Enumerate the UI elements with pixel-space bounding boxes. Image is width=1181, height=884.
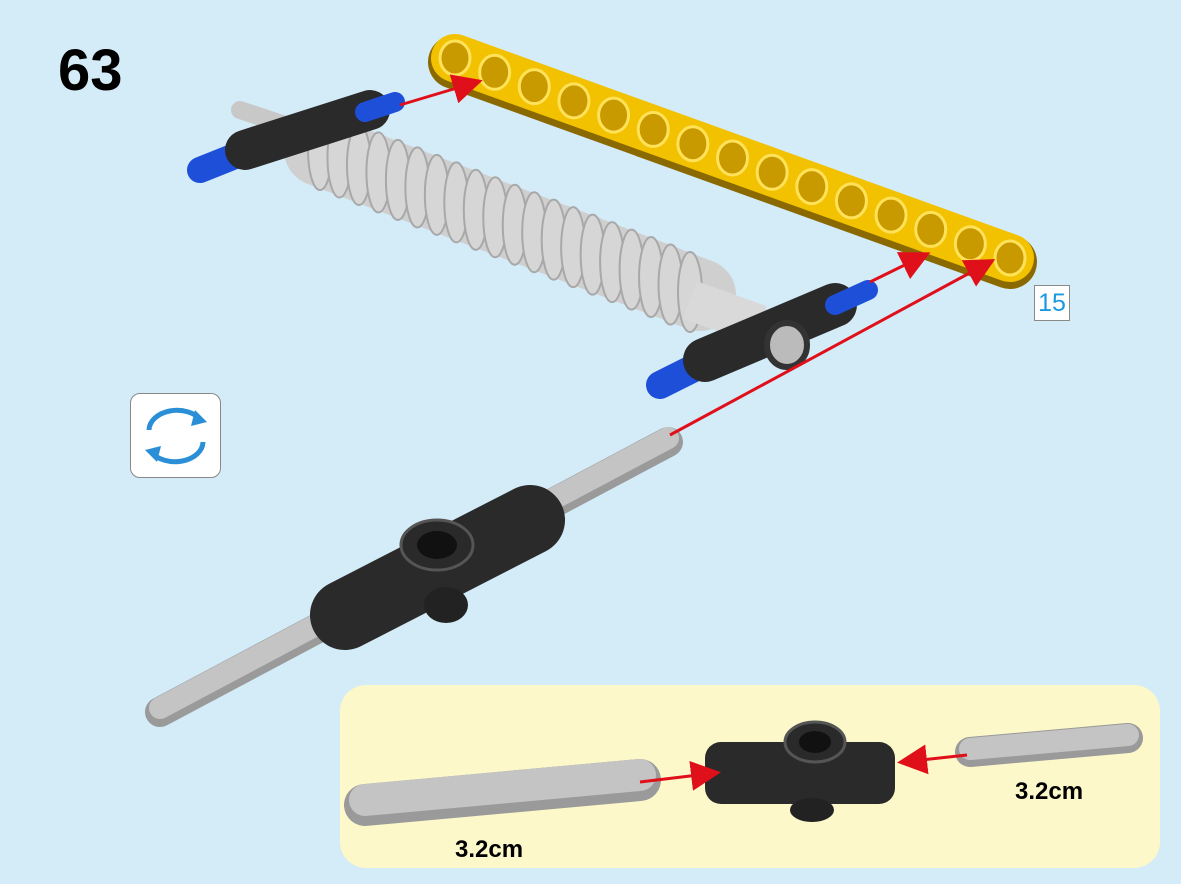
beam-hole: [636, 110, 670, 148]
beam-hole: [557, 82, 591, 120]
shock-absorber: [231, 101, 767, 344]
callout-parts: [344, 720, 1143, 826]
beam-hole: [676, 125, 710, 163]
beam-hole: [795, 168, 829, 206]
beam-hole: [478, 53, 512, 91]
beam-hole: [874, 196, 908, 234]
top-connector: [187, 90, 405, 183]
beam-hole: [834, 182, 868, 220]
quantity-label: 15: [1034, 285, 1070, 321]
axle-left-length-label: 3.2cm: [455, 836, 524, 863]
beam-hole: [716, 139, 749, 177]
rotate-model-icon: [130, 393, 221, 478]
beam-hole: [438, 39, 472, 77]
assembly-arrows: [399, 74, 996, 437]
beam-hole: [993, 239, 1027, 277]
bottom-connector: [646, 280, 878, 399]
beam-hole: [755, 153, 789, 191]
beam-hole: [517, 68, 551, 106]
yellow-beam-15: [428, 34, 1037, 289]
axle-right-length-label: 3.2cm: [1015, 778, 1084, 805]
step-number: 63: [58, 38, 123, 103]
beam-hole: [953, 225, 987, 263]
axle-assembly: [145, 427, 683, 727]
beam-hole: [914, 210, 948, 248]
beam-hole: [597, 96, 631, 134]
